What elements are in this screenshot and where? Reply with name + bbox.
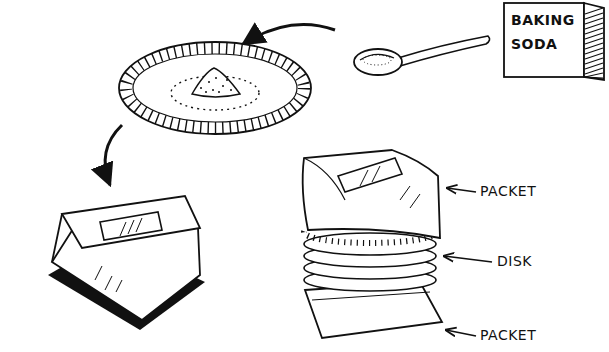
box-hatching xyxy=(585,77,603,78)
box-hatching xyxy=(585,43,603,49)
paper-disk xyxy=(119,42,311,134)
box-hatching xyxy=(585,38,603,44)
flow-arrow xyxy=(243,24,335,44)
box-hatching xyxy=(585,13,603,19)
spoon xyxy=(354,36,490,75)
box-front xyxy=(504,3,584,77)
leader-arrow xyxy=(446,330,476,336)
leader-arrow xyxy=(447,188,476,192)
leader-arrow xyxy=(444,256,492,262)
box-side xyxy=(584,3,604,80)
box-hatching xyxy=(585,33,603,39)
part-name: DISK xyxy=(497,253,532,269)
product-box: BAKING SODA xyxy=(503,2,585,78)
flow-arrow xyxy=(105,125,122,185)
part-name: PACKET xyxy=(480,327,536,343)
box-hatching xyxy=(585,58,603,64)
box-hatching xyxy=(585,48,603,54)
box-hatching xyxy=(585,73,603,77)
folded-packet xyxy=(48,196,205,330)
box-hatching xyxy=(585,8,603,14)
part-name: PACKET xyxy=(480,183,536,199)
packet-stack xyxy=(303,150,442,338)
box-hatching xyxy=(585,23,603,29)
box-hatching xyxy=(585,53,603,59)
box-hatching xyxy=(585,63,603,69)
box-label: BAKING SODA xyxy=(503,2,579,56)
box-hatching xyxy=(585,77,603,79)
box-hatching xyxy=(585,18,603,24)
box-hatching xyxy=(585,28,603,34)
